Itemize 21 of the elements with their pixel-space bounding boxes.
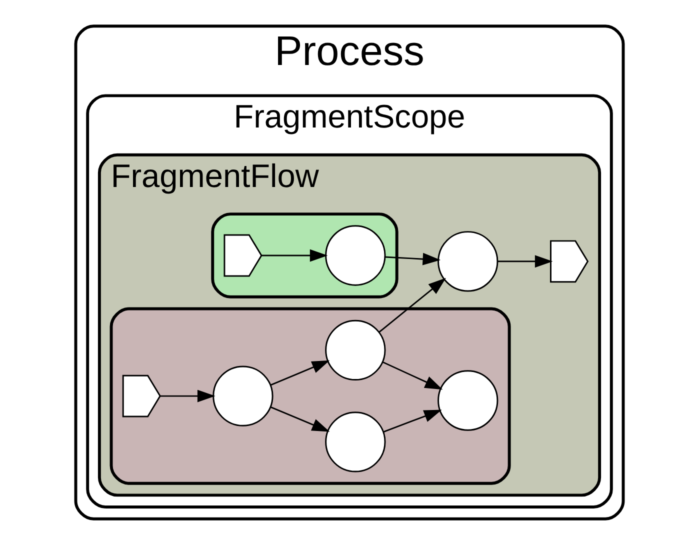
arrow (270, 406, 330, 432)
arrow (382, 361, 443, 390)
node-circle (212, 366, 274, 426)
cluster: FragmentFlow (98, 153, 602, 497)
node-chevron (122, 374, 161, 418)
arrow (378, 278, 446, 333)
arrow (270, 360, 330, 386)
arrow (262, 249, 328, 262)
arrow (385, 252, 441, 266)
node-chevron (224, 234, 262, 277)
node-circle (438, 231, 498, 292)
node-circle (325, 412, 386, 472)
node-chevron (550, 240, 589, 283)
node-circle (438, 370, 498, 431)
cluster (110, 307, 511, 485)
cluster (211, 212, 398, 298)
arrow (160, 390, 216, 402)
node-circle (325, 320, 386, 381)
arrow (498, 255, 553, 268)
arrow (383, 410, 442, 433)
node-circle (325, 225, 386, 286)
